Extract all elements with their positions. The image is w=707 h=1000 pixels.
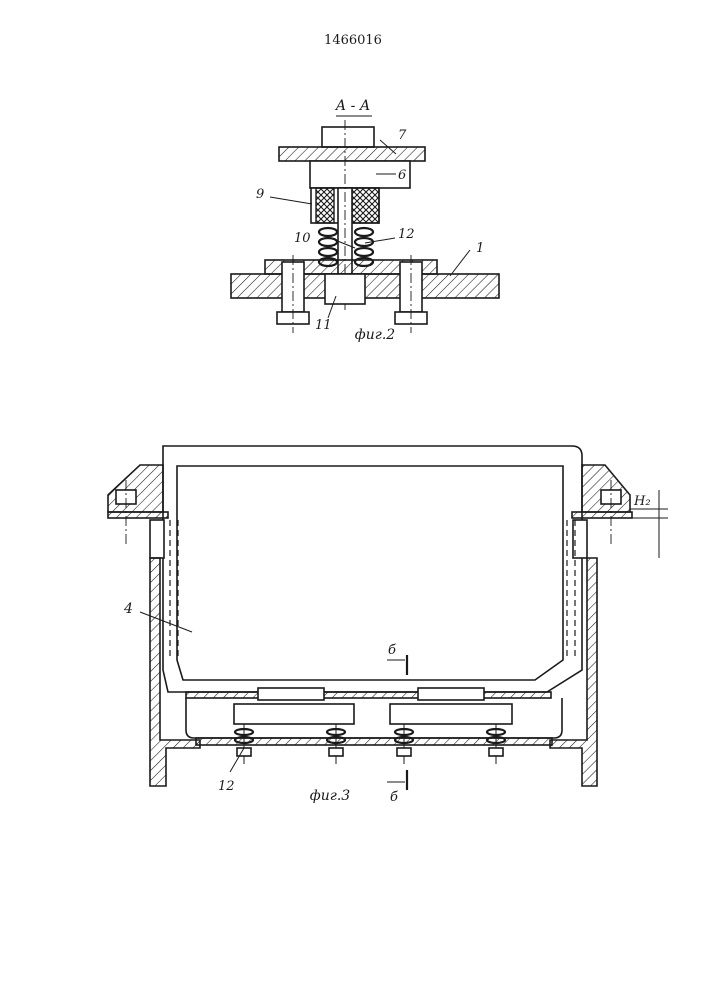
fig3-callouts: 4 12 б б H₂ xyxy=(123,494,651,805)
section-marker-bottom: б xyxy=(390,790,398,805)
callout-10: 10 xyxy=(294,231,311,246)
fig2-caption: фиг.2 xyxy=(355,327,396,343)
callout-12-fig3: 12 xyxy=(218,779,235,794)
callout-4: 4 xyxy=(123,601,133,617)
callout-6: 6 xyxy=(398,168,406,183)
patent-number: 1466016 xyxy=(324,33,382,48)
fig2-section-label: А - А xyxy=(335,98,371,114)
callout-1: 1 xyxy=(476,241,484,256)
section-marker-top: б xyxy=(388,643,396,658)
fig3-caption: фиг.3 xyxy=(310,788,351,804)
callout-9: 9 xyxy=(256,187,264,202)
callout-7: 7 xyxy=(398,128,407,143)
fig2-drawing: А - А xyxy=(231,98,499,333)
dimension-h2: H₂ xyxy=(633,494,651,509)
fig3-drawing xyxy=(108,446,668,790)
callout-11: 11 xyxy=(315,318,332,333)
callout-12: 12 xyxy=(398,227,415,242)
